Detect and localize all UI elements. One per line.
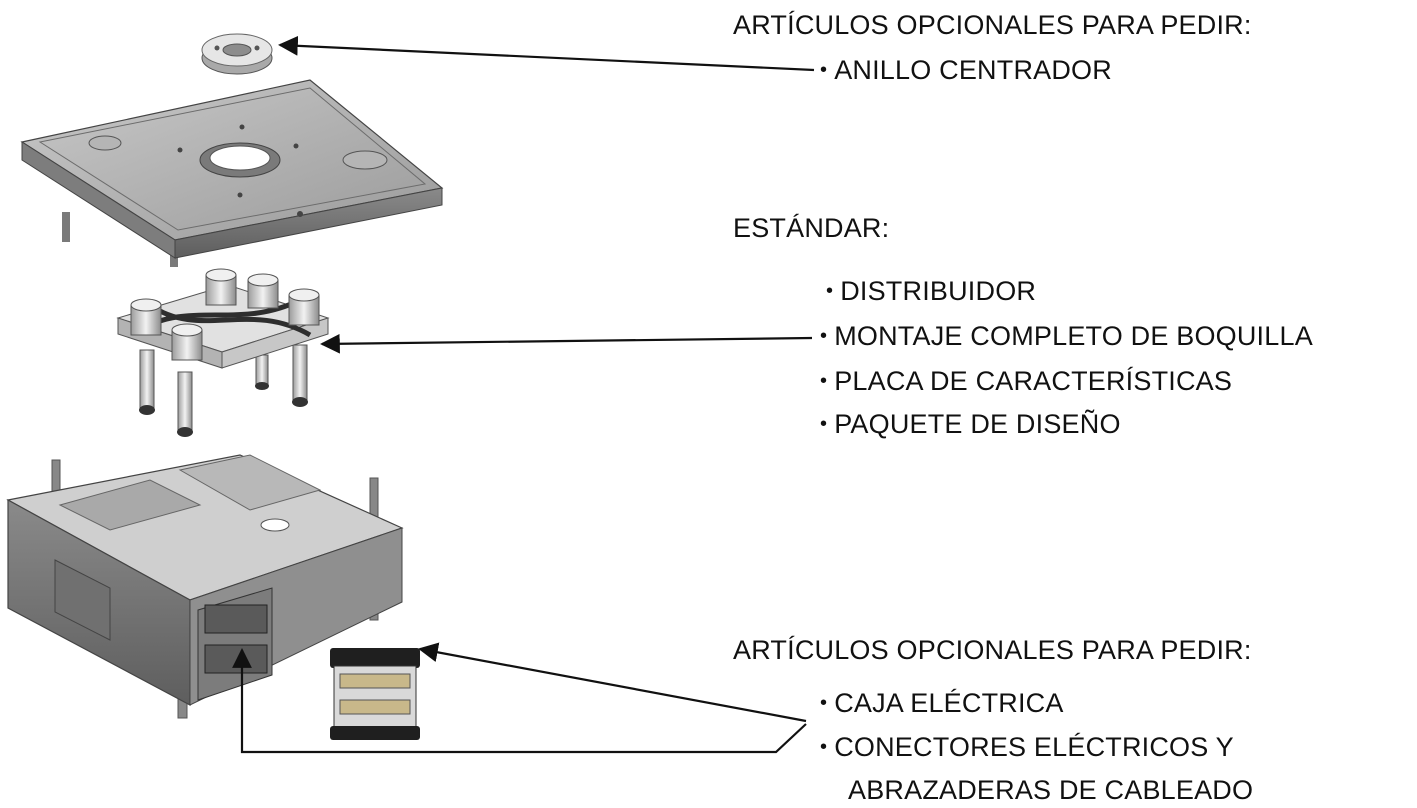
leader-arrows xyxy=(232,35,815,754)
arrow-nozzle-assembly xyxy=(320,333,813,354)
arrow-centering-ring xyxy=(278,35,815,72)
standard-item-nozzle-assembly: MONTAJE COMPLETO DE BOQUILLA xyxy=(820,320,1313,355)
centering-ring-part xyxy=(201,33,273,75)
optional-top-item-centering-ring: ANILLO CENTRADOR xyxy=(820,54,1112,89)
electrical-connectors-part xyxy=(330,648,420,740)
standard-item-feature-plate: PLACA DE CARACTERÍSTICAS xyxy=(820,365,1232,400)
optional-bottom-item-electrical-box: CAJA ELÉCTRICA xyxy=(820,687,1064,722)
top-clamp-plate-part xyxy=(20,79,444,267)
arrow-connectors xyxy=(418,642,807,723)
arrow-electrical-box xyxy=(232,648,807,754)
standard-item-distributor: DISTRIBUIDOR xyxy=(826,275,1036,310)
optional-bottom-item-connectors-continued: ABRAZADERAS DE CABLEADO xyxy=(848,775,1254,805)
standard-heading: ESTÁNDAR: xyxy=(733,213,890,243)
manifold-nozzle-assembly-part xyxy=(116,268,330,437)
optional-bottom-item-connectors: CONECTORES ELÉCTRICOS Y xyxy=(820,731,1234,766)
optional-top-heading: ARTÍCULOS OPCIONALES PARA PEDIR: xyxy=(733,10,1252,40)
optional-bottom-heading: ARTÍCULOS OPCIONALES PARA PEDIR: xyxy=(733,635,1252,665)
standard-item-design-package: PAQUETE DE DISEÑO xyxy=(820,408,1121,443)
